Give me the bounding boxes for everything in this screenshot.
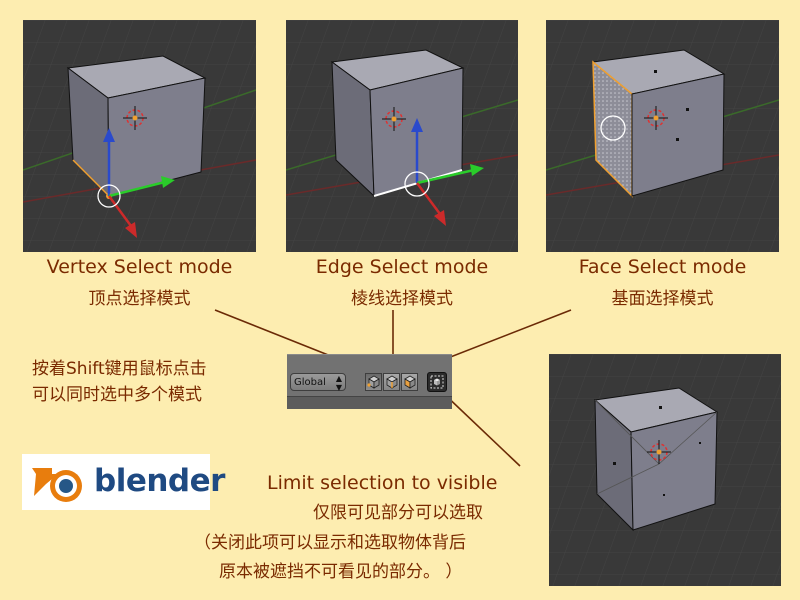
limit-visible-icon [430, 375, 444, 389]
shift-note-line1: 按着Shift键用鼠标点击 [32, 359, 207, 379]
header-lower-strip [287, 396, 452, 409]
orientation-label: Global [294, 377, 326, 388]
blender-logo-icon [32, 468, 82, 502]
limit-selection-to-visible-button[interactable] [427, 372, 447, 392]
blender-logo-text: blender [94, 463, 225, 499]
limit-detail-line1: （关闭此项可以显示和选取物体背后 [194, 533, 466, 553]
edge-cube-icon [386, 375, 398, 389]
limit-title-en: Limit selection to visible [267, 472, 498, 494]
vertex-select-button[interactable] [365, 373, 382, 391]
updown-arrows-icon: ▲▼ [335, 374, 342, 392]
shift-note: 按着Shift键用鼠标点击 可以同时选中多个模式 [32, 356, 207, 408]
caption-face-zh: 基面选择模式 [611, 289, 714, 309]
blender-logo: blender [22, 454, 225, 510]
caption-edge-en: Edge Select mode [315, 256, 489, 278]
caption-edge-zh: 棱线选择模式 [351, 289, 453, 309]
face-cube-icon [404, 375, 416, 389]
viewport-header: Global ▲▼ [287, 354, 452, 409]
limit-title-zh: 仅限可见部分可以选取 [313, 503, 483, 523]
edge-select-button[interactable] [383, 373, 400, 391]
viewport-limit-off [549, 354, 781, 586]
limit-detail-line2: 原本被遮挡不可看见的部分。 ） [219, 562, 463, 582]
face-select-button[interactable] [401, 373, 418, 391]
viewport-face-select [546, 20, 779, 252]
caption-vertex-en: Vertex Select mode [46, 256, 233, 278]
vertex-cube-icon [367, 375, 380, 389]
shift-note-line2: 可以同时选中多个模式 [32, 385, 202, 405]
transform-orientation-select[interactable]: Global ▲▼ [290, 373, 346, 392]
caption-vertex-zh: 顶点选择模式 [88, 289, 191, 309]
viewport-edge-select [286, 20, 518, 252]
viewport-vertex-select [23, 20, 256, 252]
caption-face-en: Face Select mode [578, 256, 747, 278]
